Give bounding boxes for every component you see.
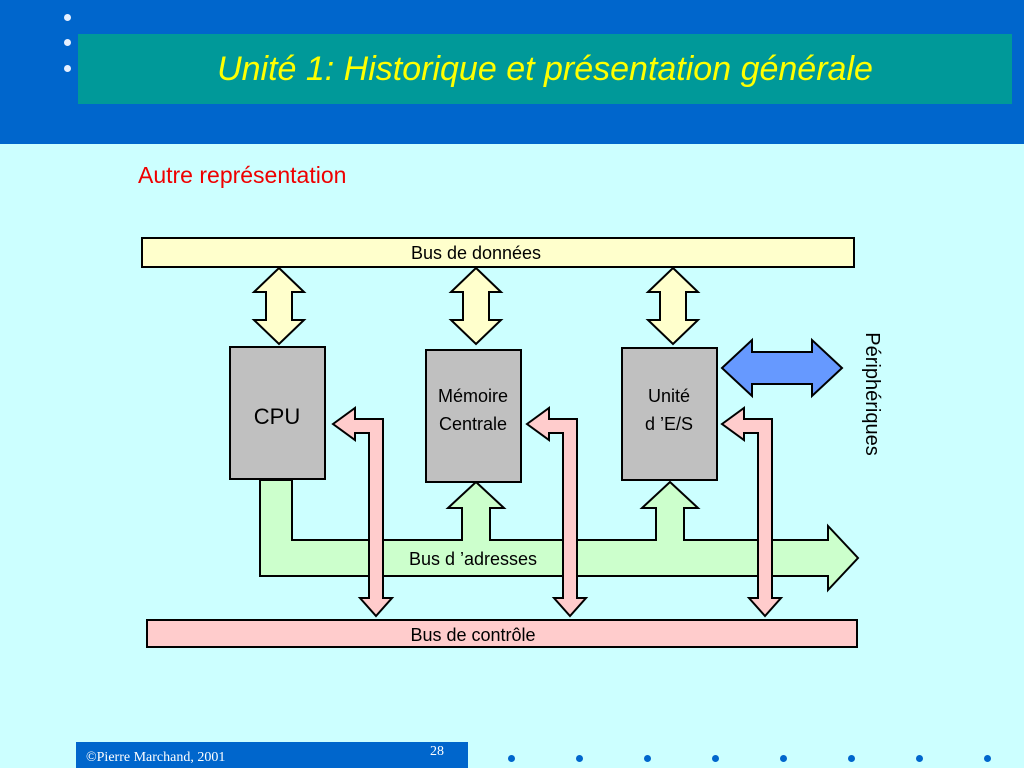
cpu-box — [229, 346, 326, 480]
footer-bullet-dot — [780, 755, 787, 762]
header-bullet-dot — [64, 14, 71, 21]
copyright-text: ©Pierre Marchand, 2001 — [86, 750, 226, 765]
section-subtitle: Autre représentation — [138, 162, 347, 188]
memory-data-arrow — [448, 266, 504, 346]
header-bullet-dot — [64, 39, 71, 46]
peripherals-label: Périphériques — [861, 332, 883, 455]
header-bullet-dot — [64, 65, 71, 72]
cpu-label: CPU — [254, 404, 300, 429]
io-control-arrow — [720, 406, 784, 618]
footer-bullet-dot — [916, 755, 923, 762]
control-bus — [146, 619, 858, 648]
footer-bullet-dot — [712, 755, 719, 762]
io-unit-box — [621, 347, 718, 481]
peripherals-arrow — [720, 337, 844, 399]
page-number: 28 — [430, 744, 444, 759]
io-unit-label-line2: d ’E/S — [645, 414, 693, 434]
memory-control-arrow — [525, 406, 589, 618]
control-bus-label: Bus de contrôle — [410, 625, 535, 645]
footer-bullet-dot — [984, 755, 991, 762]
footer-bullet-dot — [508, 755, 515, 762]
memory-box — [425, 349, 522, 483]
footer-bullet-dot — [576, 755, 583, 762]
cpu-data-arrow — [251, 266, 307, 346]
memory-label-line2: Centrale — [439, 414, 507, 434]
address-bus-arrow — [259, 479, 860, 593]
slide-title: Unité 1: Historique et présentation géné… — [217, 50, 873, 88]
io-unit-label-line1: Unité — [648, 386, 690, 406]
io-data-arrow — [645, 266, 701, 346]
footer-bullet-dot — [848, 755, 855, 762]
title-band: Unité 1: Historique et présentation géné… — [78, 34, 1012, 104]
footer-bar — [76, 742, 468, 768]
data-bus — [141, 237, 855, 268]
cpu-control-arrow — [331, 406, 395, 618]
footer-bullet-dot — [644, 755, 651, 762]
data-bus-label: Bus de données — [411, 243, 541, 263]
memory-label-line1: Mémoire — [438, 386, 508, 406]
address-bus-label: Bus d ’adresses — [409, 549, 537, 569]
